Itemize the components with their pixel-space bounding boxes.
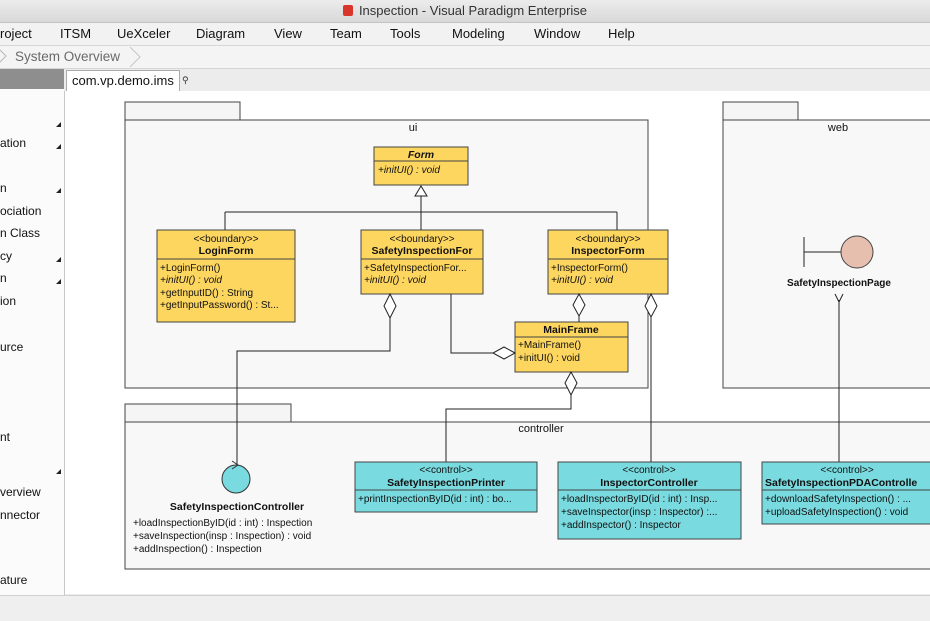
tool-item[interactable]: nt xyxy=(0,430,10,444)
class-safety-inspection-form[interactable]: <<boundary>> SafetyInspectionFor +Safety… xyxy=(361,230,483,294)
class-name: InspectorForm xyxy=(571,245,645,257)
operation: +uploadSafetyInspection() : void xyxy=(765,507,908,518)
operation: +downloadSafetyInspection() : ... xyxy=(765,494,911,505)
operation: +addInspector() : Inspector xyxy=(561,520,681,531)
operation: +LoginForm() xyxy=(160,263,220,274)
class-diagram: ui web controller Form +initUI() : void … xyxy=(65,91,930,594)
diagram-canvas[interactable]: ui web controller Form +initUI() : void … xyxy=(65,91,930,594)
tab-diagram[interactable]: com.vp.demo.ims xyxy=(66,70,180,91)
class-name: SafetyInspectionController xyxy=(170,501,304,513)
menu-team[interactable]: Team xyxy=(330,23,362,45)
operation: +loadInspectorByID(id : int) : Insp... xyxy=(561,494,717,505)
breadcrumb-item-system-overview[interactable]: System Overview xyxy=(15,49,120,64)
stereotype: <<control>> xyxy=(622,465,676,476)
operation: +initUI() : void xyxy=(160,275,222,286)
stereotype: <<control>> xyxy=(419,465,473,476)
operation: +initUI() : void xyxy=(378,165,440,176)
expand-icon[interactable] xyxy=(56,279,61,284)
stereotype: <<boundary>> xyxy=(389,234,454,245)
menu-diagram[interactable]: Diagram xyxy=(196,23,245,45)
menu-tools[interactable]: Tools xyxy=(390,23,420,45)
window-title-bar: Inspection - Visual Paradigm Enterprise xyxy=(0,0,930,23)
class-name: SafetyInspectionPage xyxy=(787,278,891,289)
tool-item[interactable]: n Class xyxy=(0,226,40,240)
tool-item[interactable]: n xyxy=(0,271,7,285)
class-name: SafetyInspectionPrinter xyxy=(387,477,505,489)
breadcrumb: System Overview xyxy=(0,46,930,69)
stereotype: <<boundary>> xyxy=(193,234,258,245)
diagram-toolbar-panel: ation n ociation n Class cy n ion urce n… xyxy=(0,69,65,595)
operation: +initUI() : void xyxy=(364,275,426,286)
operation: +MainFrame() xyxy=(518,340,581,351)
class-name: InspectorController xyxy=(600,477,697,489)
tool-item[interactable]: n xyxy=(0,181,7,195)
operation: +InspectorForm() xyxy=(551,263,628,274)
tool-item[interactable]: cy xyxy=(0,249,12,263)
class-name: SafetyInspectionFor xyxy=(372,245,473,257)
operation: +initUI() : void xyxy=(551,275,613,286)
class-name: SafetyInspectionPDAControlle xyxy=(765,477,917,489)
package-web[interactable]: web xyxy=(723,102,930,388)
class-safety-inspection-pda-controller[interactable]: <<control>> SafetyInspectionPDAControlle… xyxy=(762,462,930,524)
package-ui-label: ui xyxy=(409,122,418,134)
class-form[interactable]: Form +initUI() : void xyxy=(374,147,468,185)
operation: +getInputPassword() : St... xyxy=(160,300,279,311)
package-web-label: web xyxy=(827,122,848,134)
app-icon xyxy=(343,5,353,16)
operation: +SafetyInspectionFor... xyxy=(364,263,467,274)
status-bar xyxy=(0,595,930,621)
expand-icon[interactable] xyxy=(56,257,61,262)
expand-icon[interactable] xyxy=(56,122,61,127)
menu-uexceler[interactable]: UeXceler xyxy=(117,23,170,45)
tool-item[interactable]: urce xyxy=(0,340,23,354)
class-inspector-controller[interactable]: <<control>> InspectorController +loadIns… xyxy=(558,462,741,539)
operation: +loadInspectionByID(id : int) : Inspecti… xyxy=(133,518,312,529)
operation: +saveInspection(insp : Inspection) : voi… xyxy=(133,531,311,542)
expand-icon[interactable] xyxy=(56,144,61,149)
diagram-tab-strip: com.vp.demo.ims ⚲ xyxy=(64,69,930,91)
operation: +saveInspector(insp : Inspector) :... xyxy=(561,507,717,518)
magnifier-icon[interactable]: ⚲ xyxy=(182,75,189,86)
expand-icon[interactable] xyxy=(56,469,61,474)
expand-icon[interactable] xyxy=(56,188,61,193)
class-inspector-form[interactable]: <<boundary>> InspectorForm +InspectorFor… xyxy=(548,230,668,294)
package-controller-label: controller xyxy=(518,423,564,435)
operation: +initUI() : void xyxy=(518,353,580,364)
class-name: Form xyxy=(408,149,434,161)
tool-item[interactable]: verview xyxy=(0,485,41,499)
window-title: Inspection - Visual Paradigm Enterprise xyxy=(359,3,587,18)
stereotype: <<boundary>> xyxy=(575,234,640,245)
operation: +printInspectionByID(id : int) : bo... xyxy=(358,494,512,505)
class-safety-inspection-printer[interactable]: <<control>> SafetyInspectionPrinter +pri… xyxy=(355,462,537,512)
menu-view[interactable]: View xyxy=(274,23,302,45)
toolbar-panel-header xyxy=(0,69,64,89)
tool-item[interactable]: ation xyxy=(0,136,26,150)
menu-window[interactable]: Window xyxy=(534,23,580,45)
menu-itsm[interactable]: ITSM xyxy=(60,23,91,45)
breadcrumb-end-icon xyxy=(128,47,142,67)
menu-bar: roject ITSM UeXceler Diagram View Team T… xyxy=(0,23,930,46)
tool-item[interactable]: ion xyxy=(0,294,16,308)
tool-item[interactable]: nnector xyxy=(0,508,40,522)
operation: +getInputID() : String xyxy=(160,288,253,299)
menu-project[interactable]: roject xyxy=(0,23,32,45)
stereotype: <<control>> xyxy=(820,465,874,476)
breadcrumb-separator-icon xyxy=(0,48,8,64)
class-name: LoginForm xyxy=(199,245,254,257)
menu-modeling[interactable]: Modeling xyxy=(452,23,505,45)
tool-item[interactable]: ociation xyxy=(0,204,41,218)
tool-item[interactable]: ature xyxy=(0,573,27,587)
operation: +addInspection() : Inspection xyxy=(133,544,262,555)
class-login-form[interactable]: <<boundary>> LoginForm +LoginForm() +ini… xyxy=(157,230,295,322)
menu-help[interactable]: Help xyxy=(608,23,635,45)
class-main-frame[interactable]: MainFrame +MainFrame() +initUI() : void xyxy=(515,322,628,372)
class-name: MainFrame xyxy=(543,324,599,336)
